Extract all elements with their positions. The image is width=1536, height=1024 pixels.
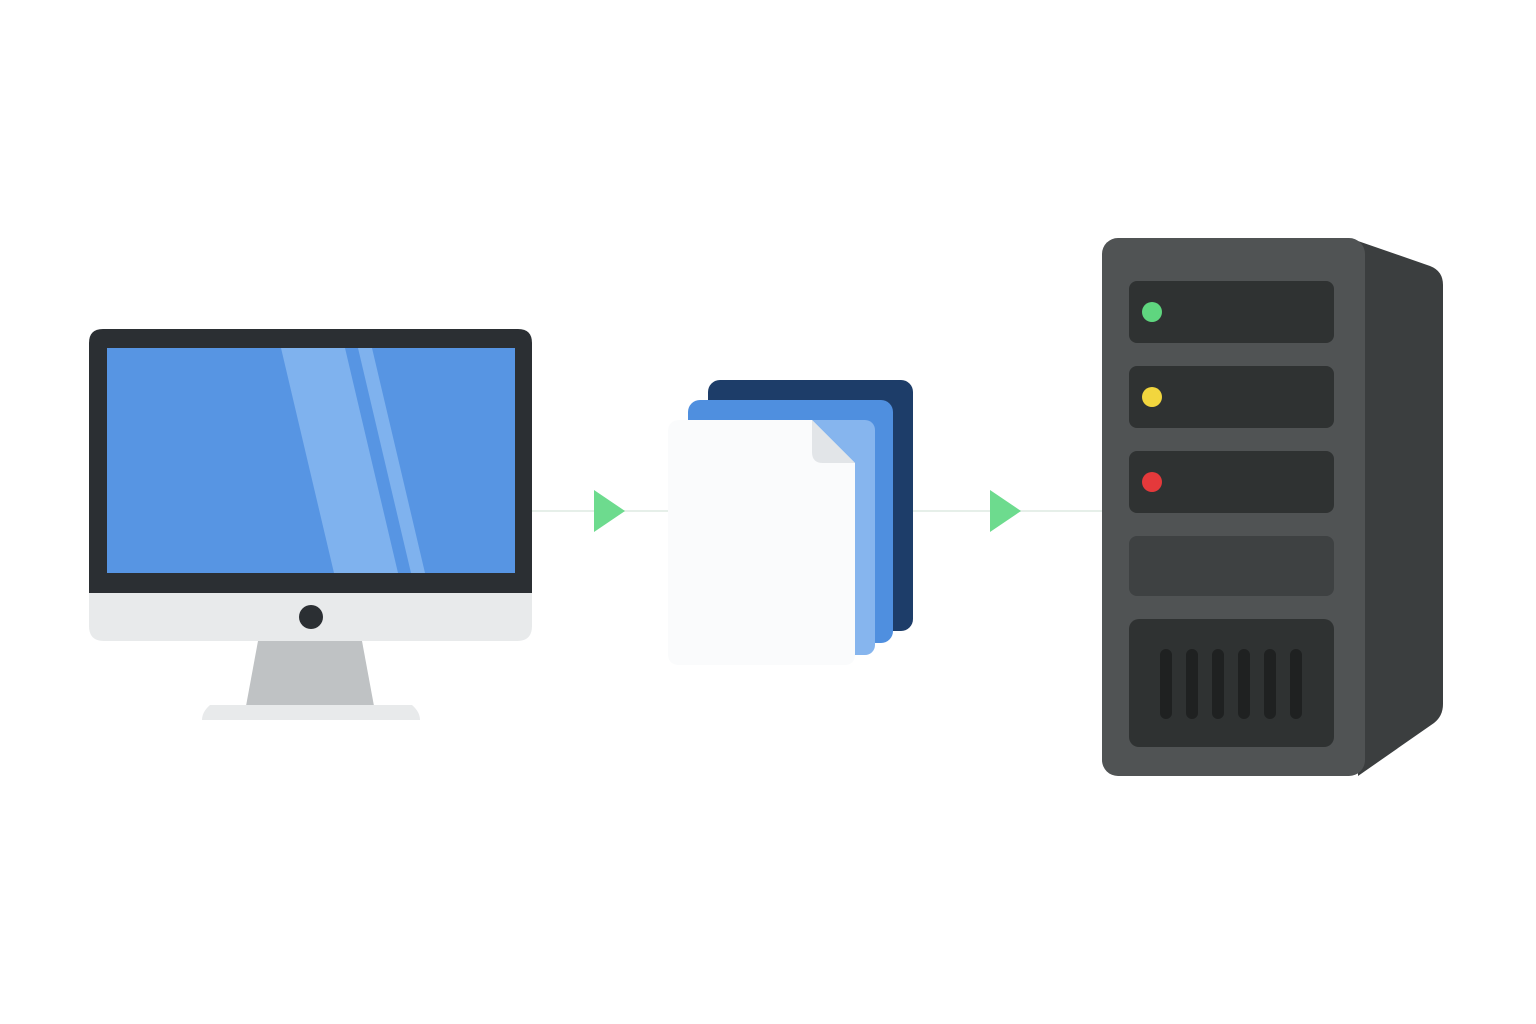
vent-slot — [1160, 649, 1172, 719]
monitor-stand-base — [202, 705, 420, 720]
desktop-computer-icon — [89, 329, 532, 720]
status-light-green — [1142, 302, 1162, 322]
document-fold — [812, 420, 855, 463]
server-side-panel — [1355, 240, 1443, 776]
status-light-red — [1142, 472, 1162, 492]
empty-drive-bay — [1129, 536, 1334, 596]
camera-dot — [299, 605, 323, 629]
connector-computer-to-files — [532, 490, 668, 532]
vent-slot — [1186, 649, 1198, 719]
drive-bay — [1129, 281, 1334, 343]
drive-bay — [1129, 366, 1334, 428]
monitor-stand — [246, 641, 374, 706]
drive-bay — [1129, 451, 1334, 513]
vent-slot — [1212, 649, 1224, 719]
status-light-yellow — [1142, 387, 1162, 407]
server-tower-icon — [1102, 238, 1443, 776]
screen-glare — [281, 348, 398, 573]
vent-slot — [1238, 649, 1250, 719]
vent-slot — [1290, 649, 1302, 719]
connector-files-to-server — [912, 490, 1102, 532]
screen-glare-thin — [358, 348, 425, 573]
vent-panel — [1129, 619, 1334, 747]
vent-slot — [1264, 649, 1276, 719]
arrow-right-icon — [594, 490, 625, 532]
document-front — [668, 420, 855, 665]
document-stack-icon — [668, 380, 913, 665]
arrow-right-icon — [990, 490, 1021, 532]
